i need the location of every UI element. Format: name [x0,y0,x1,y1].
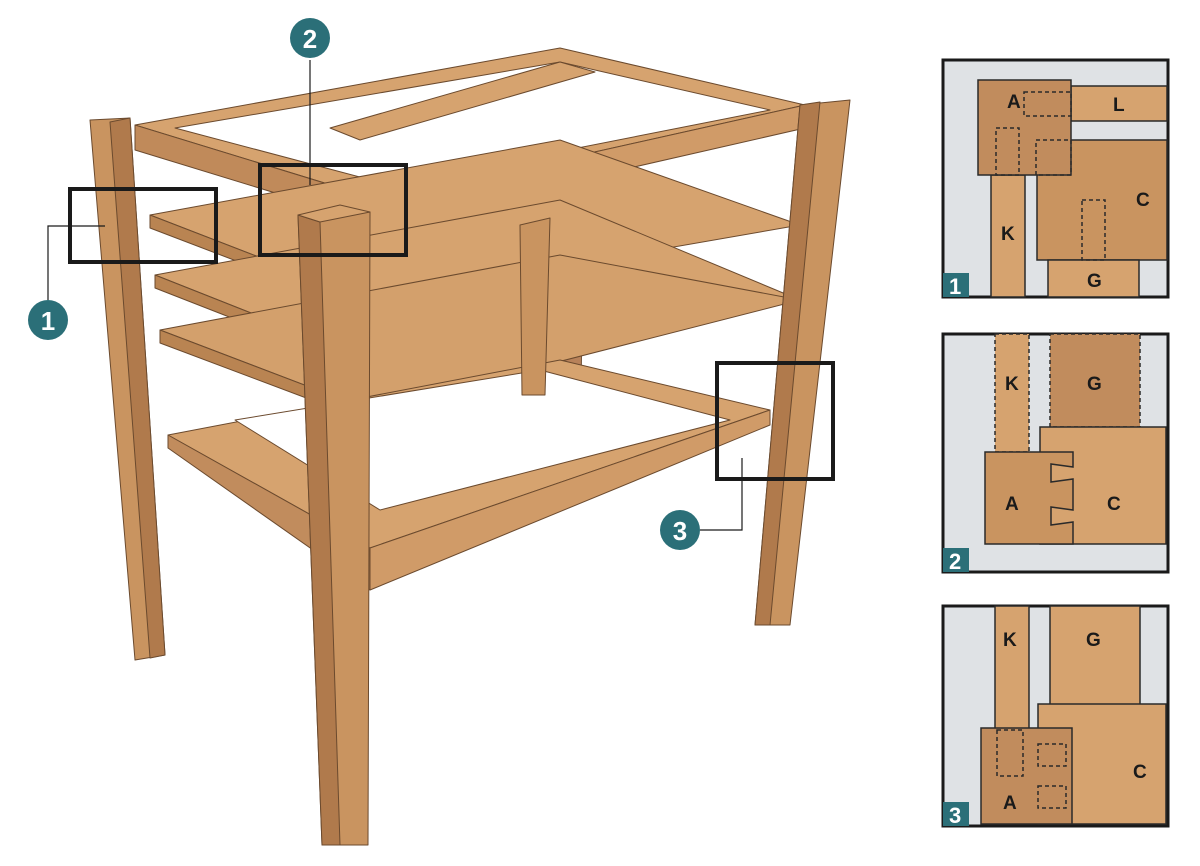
svg-text:A: A [1003,793,1017,814]
callout-box-3 [715,361,835,481]
center-post [519,217,551,396]
svg-text:C: C [1107,494,1121,515]
callout-badge-1: 1 [28,300,68,340]
svg-text:L: L [1113,95,1125,116]
svg-text:A: A [1007,92,1021,113]
svg-text:G: G [1086,630,1101,651]
svg-text:2: 2 [303,24,317,54]
svg-text:1: 1 [949,274,961,299]
svg-text:3: 3 [673,516,687,546]
svg-text:K: K [1001,224,1015,245]
svg-text:K: K [1005,374,1019,395]
svg-text:1: 1 [41,306,55,336]
detail-panel-1: A L C K G 1 [941,58,1170,299]
detail-panel-3: K G C A 3 [941,604,1170,828]
shelf-bottom [167,359,771,591]
detail-panel-2: K G A C 2 [941,332,1170,574]
svg-text:A: A [1005,494,1019,515]
svg-text:C: C [1136,190,1150,211]
svg-text:K: K [1003,630,1017,651]
callout-badge-3: 3 [660,510,700,550]
svg-text:G: G [1087,374,1102,395]
callout-badge-2: 2 [290,18,330,58]
callout-box-2 [258,163,408,257]
svg-text:2: 2 [949,549,961,574]
svg-text:3: 3 [949,803,961,828]
svg-text:G: G [1087,271,1102,292]
svg-text:C: C [1133,762,1147,783]
